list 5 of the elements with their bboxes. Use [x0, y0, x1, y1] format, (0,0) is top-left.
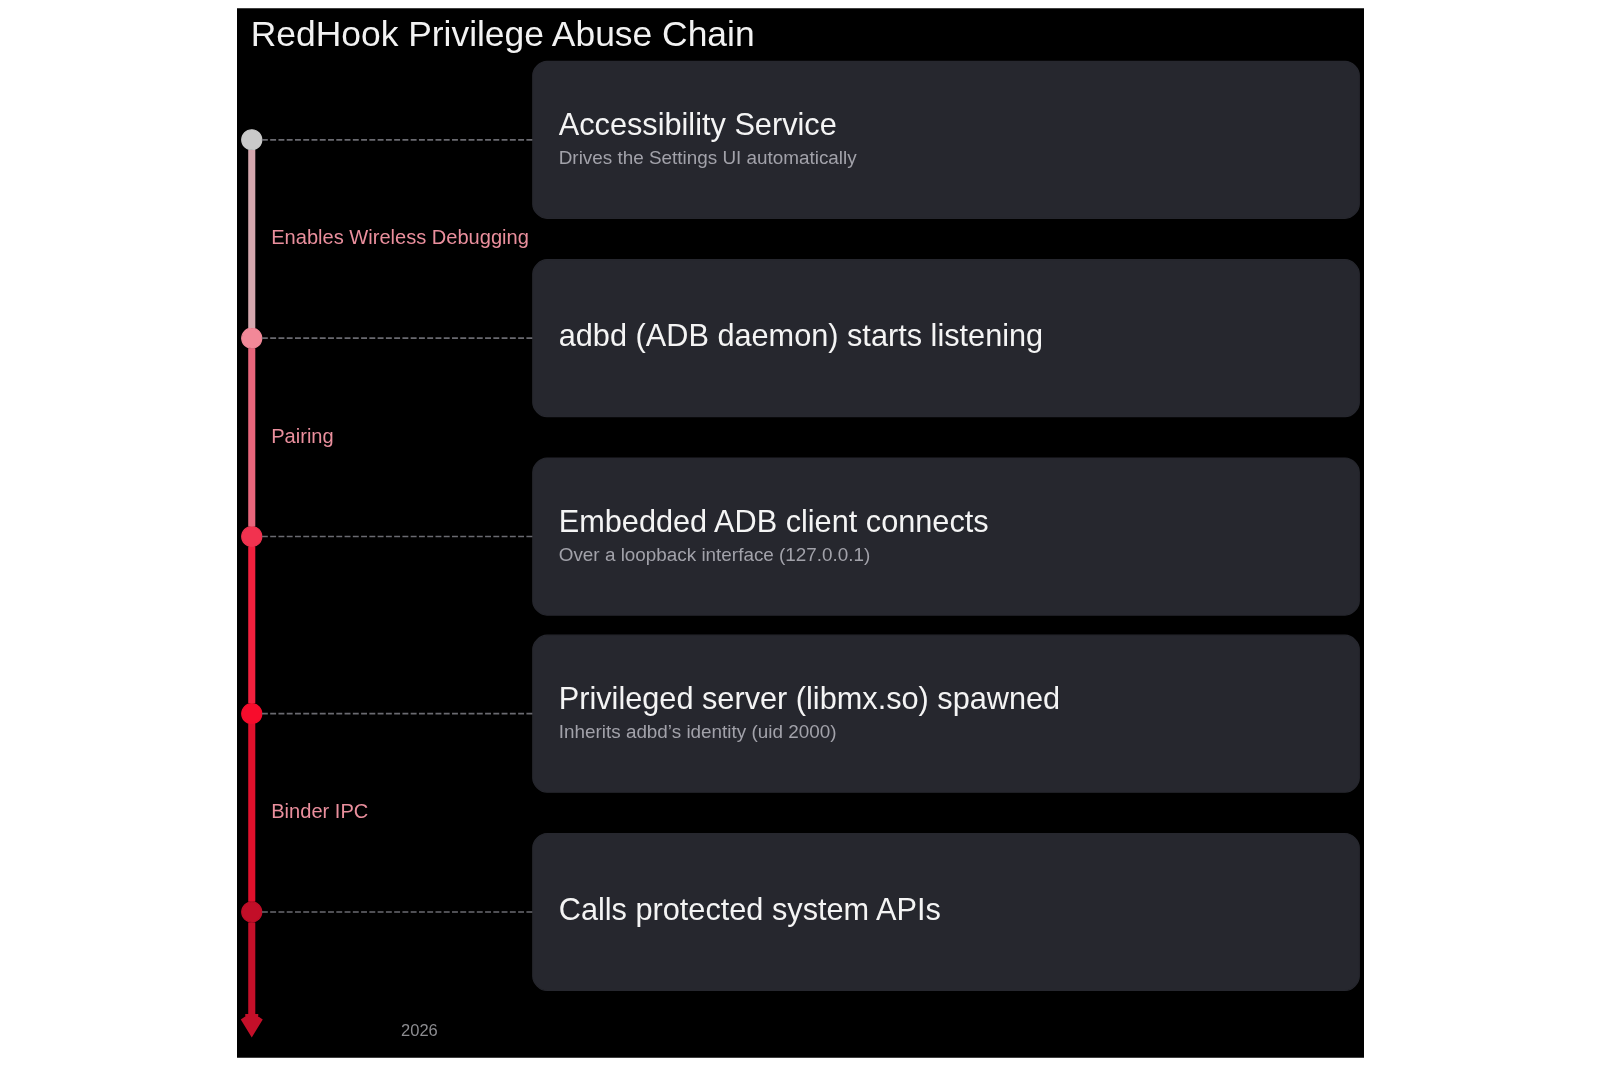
edge-label: Binder IPC: [270, 800, 368, 823]
edge-label: Enables Wireless Debugging: [270, 226, 529, 249]
edge-label: Pairing: [270, 424, 334, 447]
diagram-title: RedHook Privilege Abuse Chain: [250, 13, 755, 54]
label: 2026: [400, 1021, 438, 1041]
